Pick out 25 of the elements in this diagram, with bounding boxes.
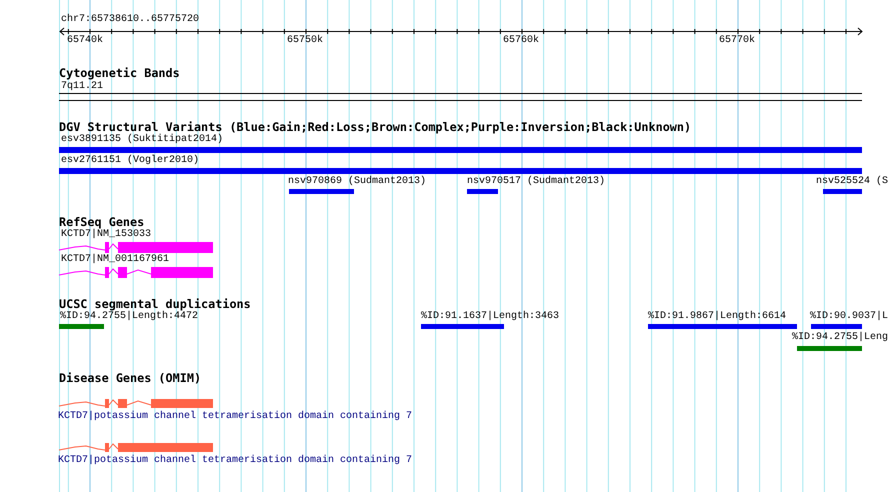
feature-label: esv3891135 (Suktitipat2014)	[61, 134, 224, 146]
coordinate-range: chr7:65738610..65775720	[61, 14, 200, 26]
band-name: 7q11.21	[61, 81, 104, 93]
scale-label: 65770k	[719, 35, 756, 47]
feature-label: %ID:94.2755|Leng	[792, 332, 888, 344]
track-title: Disease Genes (OMIM)	[59, 372, 202, 384]
feature-label: nsv525524 (S	[816, 176, 888, 188]
track-title: UCSC segmental duplications	[59, 298, 251, 310]
track-title: Cytogenetic Bands	[59, 67, 180, 79]
gene-label: KCTD7|potassium channel tetramerisation domain containing 7	[58, 411, 412, 423]
feature-label: %ID:91.1637|Length:3463	[421, 311, 560, 323]
feature-label: %ID:90.9037|L	[810, 311, 888, 323]
feature-label: %ID:94.2755|Length:4472	[60, 311, 198, 323]
feature-label: esv2761151 (Vogler2010)	[61, 155, 200, 167]
feature-label: nsv970517 (Sudmant2013)	[467, 176, 606, 188]
scale-label: 65740k	[67, 35, 104, 47]
gene-label: KCTD7|NM_001167961	[61, 254, 170, 266]
gene-label: KCTD7|NM_153033	[61, 229, 152, 241]
scale-label: 65750k	[287, 35, 324, 47]
feature-label: nsv970869 (Sudmant2013)	[288, 176, 426, 188]
gene-label: KCTD7|potassium channel tetramerisation domain containing 7	[58, 455, 412, 467]
track-title: RefSeq Genes	[59, 216, 144, 228]
track-title: DGV Structural Variants (Blue:Gain;Red:Loss;Brown:Complex;Purple:Inversion;Black:Unknown)	[59, 121, 692, 133]
feature-label: %ID:91.9867|Length:6614	[648, 311, 786, 323]
scale-label: 65760k	[503, 35, 540, 47]
